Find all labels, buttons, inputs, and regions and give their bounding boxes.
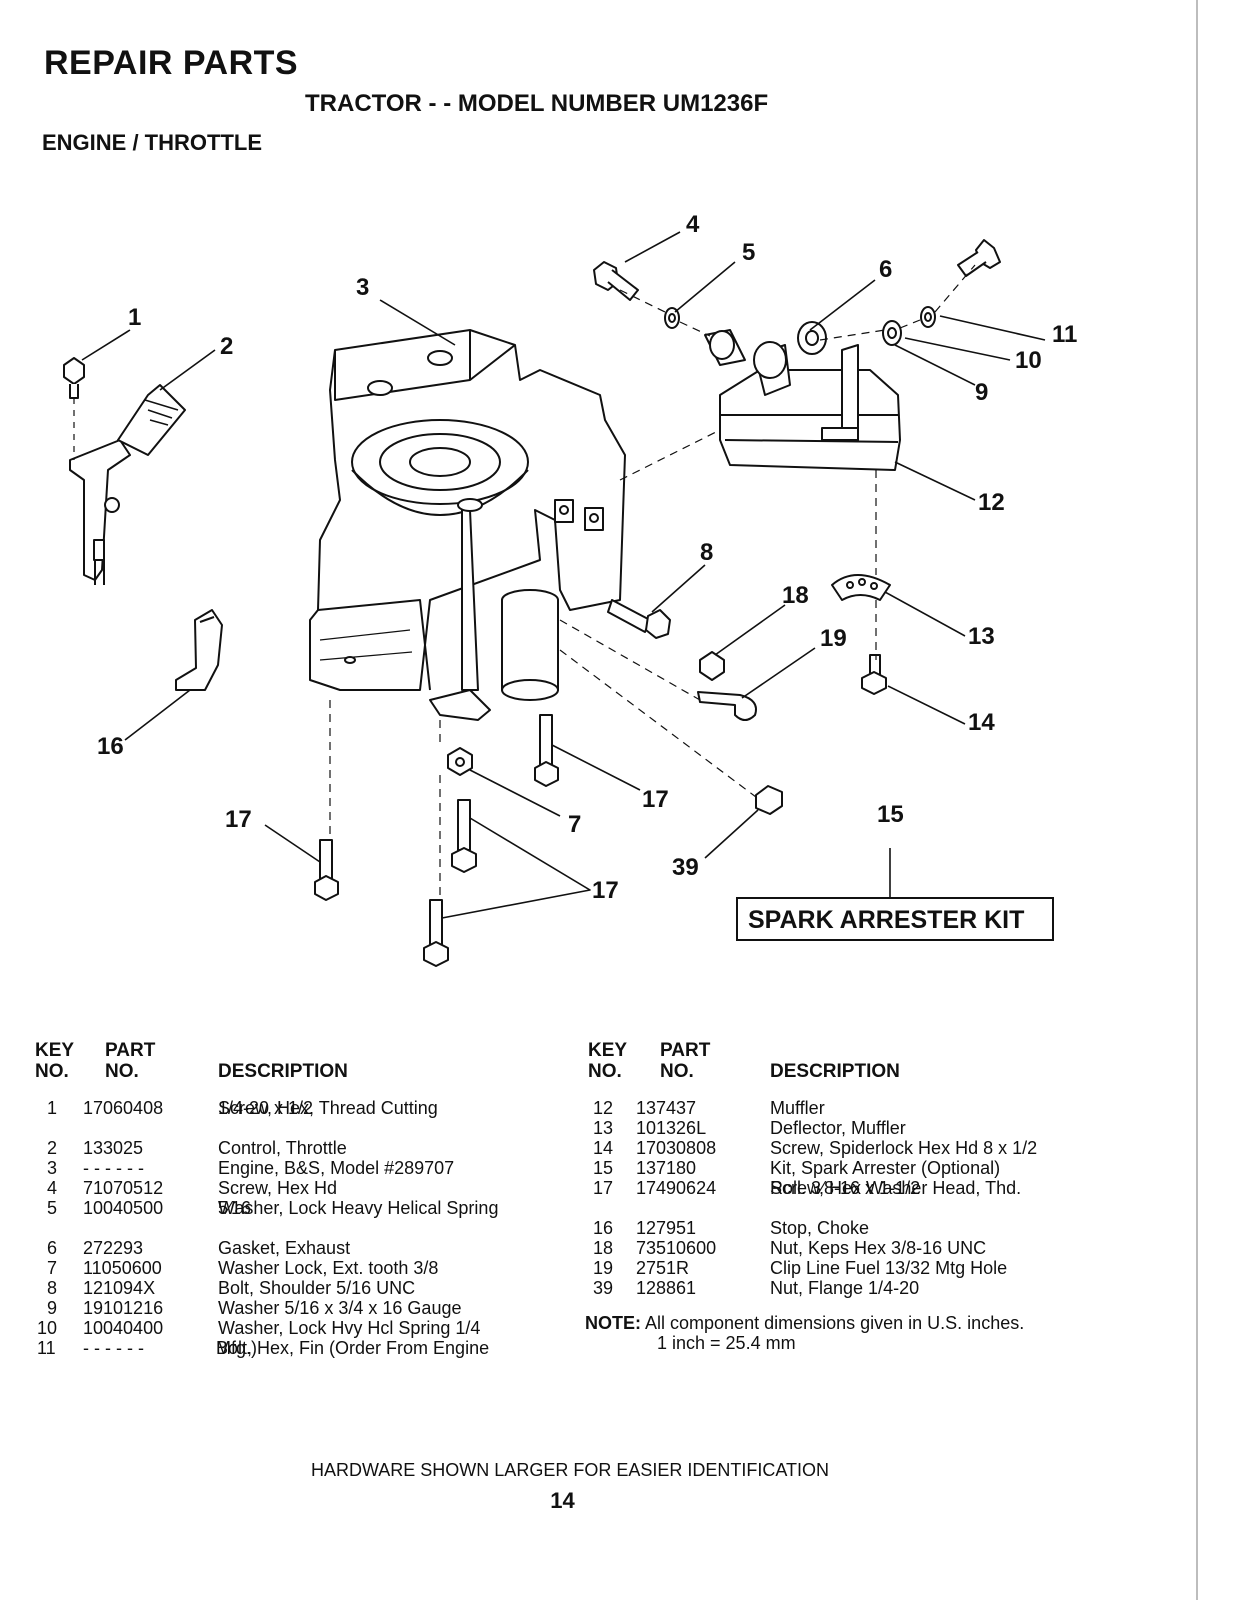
note-label: NOTE: <box>585 1313 641 1333</box>
throttle-control-illustration <box>63 357 186 585</box>
callout-17-center: 17 <box>642 786 669 813</box>
callout-1: 1 <box>128 304 141 331</box>
callout-16: 16 <box>97 733 124 760</box>
callout-6: 6 <box>879 256 892 283</box>
model-subtitle: TRACTOR - - MODEL NUMBER UM1236F <box>305 90 769 117</box>
exploded-parts-diagram: 1 2 3 4 5 6 7 8 9 10 11 12 13 14 15 16 1… <box>63 211 1077 967</box>
description-header: DESCRIPTION <box>218 1061 348 1082</box>
callout-5: 5 <box>742 239 755 266</box>
small-hardware-illustrations <box>447 574 891 815</box>
section-title: ENGINE / THROTTLE <box>42 130 262 155</box>
callout-14: 14 <box>968 709 995 736</box>
page-number: 14 <box>550 1488 575 1513</box>
callout-4: 4 <box>686 211 700 238</box>
callout-39: 39 <box>672 854 699 881</box>
callout-3: 3 <box>356 274 369 301</box>
note-conversion: 1 inch = 25.4 mm <box>657 1333 796 1353</box>
callout-13: 13 <box>968 623 995 650</box>
callout-8: 8 <box>700 539 713 566</box>
hardware-footer-note: HARDWARE SHOWN LARGER FOR EASIER IDENTIF… <box>310 1460 830 1480</box>
callout-11: 11 <box>1052 321 1077 348</box>
note-text: All component dimensions given in U.S. i… <box>645 1313 1025 1333</box>
callout-17-bottom: 17 <box>592 877 619 904</box>
choke-stop-illustration <box>175 609 223 691</box>
scan-edge-line <box>1196 0 1198 1600</box>
engine-illustration <box>309 329 626 721</box>
description-header: DESCRIPTION <box>770 1061 900 1082</box>
callout-15: 15 <box>877 801 904 828</box>
callout-17-left: 17 <box>225 806 252 833</box>
spark-arrester-kit-box <box>736 897 1054 941</box>
spark-arrester-kit-label: SPARK ARRESTER KIT <box>748 906 1024 934</box>
callout-10: 10 <box>1015 347 1042 374</box>
callout-12: 12 <box>978 489 1005 516</box>
callout-19: 19 <box>820 625 847 652</box>
dimensions-note: NOTE: All component dimensions given in … <box>585 1313 1024 1353</box>
callout-2: 2 <box>220 333 233 360</box>
engine-mount-bolts-illustration <box>314 714 559 967</box>
page-title: REPAIR PARTS <box>44 44 299 82</box>
muffler-illustration <box>593 239 1001 471</box>
callout-18: 18 <box>782 582 809 609</box>
callout-9: 9 <box>975 379 988 406</box>
callout-7: 7 <box>568 811 581 838</box>
